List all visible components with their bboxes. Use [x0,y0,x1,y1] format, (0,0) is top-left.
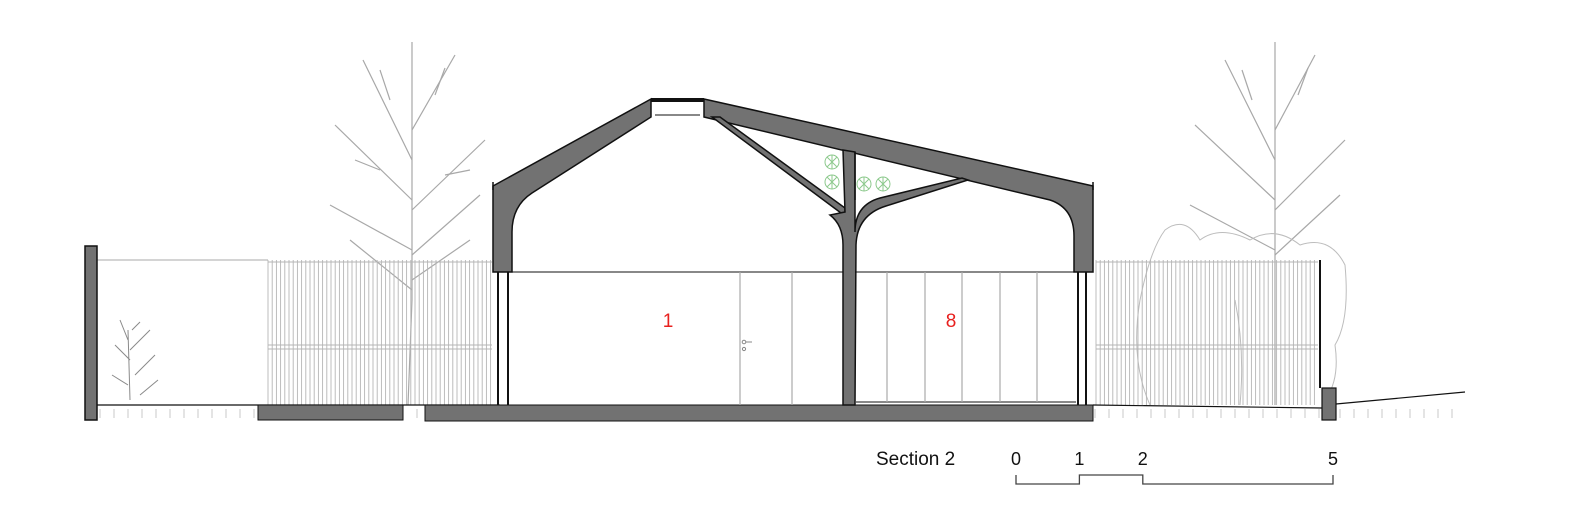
scale-bar-line [1015,474,1334,485]
scale-bar: 0 1 2 5 [1011,449,1338,485]
left-tree [329,42,486,406]
scale-tick-label: 2 [1138,449,1148,469]
scale-tick-label: 0 [1011,449,1021,469]
fence-right [1095,260,1318,405]
right-roof-wall [703,98,1094,273]
fan-icon [875,176,891,192]
door-handle-icon [741,339,752,352]
room-label-8: 8 [946,311,957,332]
roof-skylight [651,98,704,102]
left-boundary [84,245,268,421]
fan-icon [856,176,872,192]
tree-elevations [111,42,1347,406]
ground-hatch [99,409,1453,418]
room-label-1: 1 [663,311,674,332]
left-roof-wall [492,97,652,273]
boundary-wall-left [84,245,98,421]
scale-tick-label: 5 [1328,449,1338,469]
interior [497,271,1087,405]
boundary-post-right [1321,387,1337,421]
section-title: Section 2 [876,449,955,470]
fence-left [267,260,492,405]
shrub-outline [1136,223,1347,406]
room-partitions [739,272,1038,405]
fan-icon [824,174,840,190]
small-plant [111,319,159,401]
terrace-slab [257,404,404,421]
fan-icon [824,154,840,170]
floor-slab [424,404,1094,422]
central-post [828,149,971,406]
building-structure [492,97,1094,406]
ventilation-fans [824,154,891,192]
scale-tick-label: 1 [1074,449,1084,469]
right-tree [1189,42,1346,405]
